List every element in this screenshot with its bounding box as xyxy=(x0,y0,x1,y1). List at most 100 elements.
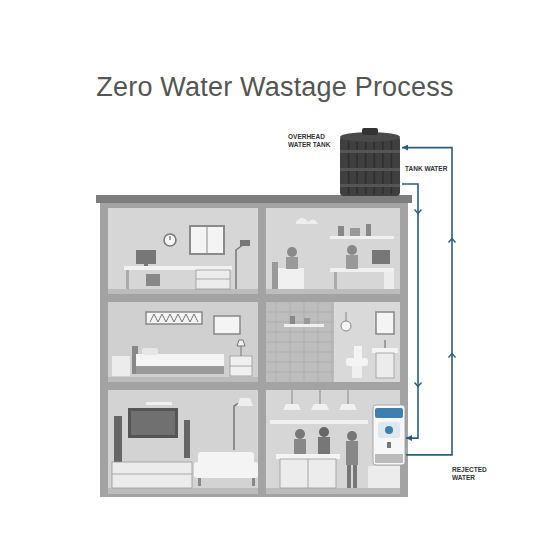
kitchen xyxy=(294,439,306,454)
living-room xyxy=(252,478,255,486)
study-room xyxy=(124,226,250,289)
house-structure xyxy=(108,289,258,294)
bathroom xyxy=(352,366,362,378)
kids-room xyxy=(346,255,358,269)
tank xyxy=(340,150,400,153)
kitchen xyxy=(270,420,368,424)
study-room xyxy=(170,236,171,240)
living-room xyxy=(194,462,258,478)
kitchen xyxy=(347,465,351,488)
bathroom xyxy=(376,353,394,378)
kids-room xyxy=(347,245,357,255)
living-room xyxy=(146,402,172,405)
kids-room xyxy=(272,218,394,289)
study-room xyxy=(236,244,244,289)
kids-room xyxy=(384,272,394,289)
kids-room xyxy=(287,247,297,257)
house-structure xyxy=(266,302,400,382)
study-room xyxy=(144,264,148,266)
ro-purifier: REJECTED WATER xyxy=(372,404,406,466)
living-room xyxy=(184,420,190,458)
house-structure xyxy=(266,208,400,294)
living-room xyxy=(198,478,201,486)
house-structure xyxy=(266,289,400,294)
bathroom xyxy=(384,340,386,348)
kids-room xyxy=(330,236,394,239)
study-room xyxy=(190,226,224,254)
kitchen xyxy=(346,441,358,465)
living-room xyxy=(131,411,175,435)
bedroom xyxy=(230,366,252,367)
bedroom xyxy=(136,354,224,366)
study-room xyxy=(124,266,232,270)
tank xyxy=(362,128,378,135)
bedroom xyxy=(230,356,252,376)
house-structure xyxy=(108,377,258,382)
kitchen xyxy=(318,437,330,454)
house-structure xyxy=(100,203,408,497)
water-pipe xyxy=(402,148,452,455)
purifier xyxy=(387,442,391,448)
node-label: OVERHEAD WATER TANK xyxy=(288,133,334,149)
bedroom xyxy=(214,316,240,334)
tank xyxy=(338,128,402,198)
purifier xyxy=(378,422,400,438)
house-structure xyxy=(108,390,258,494)
bathroom xyxy=(284,324,324,327)
study-room xyxy=(136,250,156,264)
house-structure xyxy=(108,302,258,382)
purifier xyxy=(373,405,405,465)
kitchen xyxy=(280,459,336,488)
bathroom xyxy=(346,312,347,321)
bathroom xyxy=(304,318,310,324)
kids-room xyxy=(338,226,344,236)
study-room xyxy=(196,279,230,280)
purifier xyxy=(375,454,403,463)
living-room xyxy=(234,400,244,450)
study-room xyxy=(164,234,176,246)
bedroom xyxy=(136,366,224,374)
living-room xyxy=(114,416,122,462)
living-room xyxy=(128,408,178,438)
node-label: REJECTED WATER xyxy=(452,466,492,482)
kitchen xyxy=(347,431,357,441)
kitchen xyxy=(348,390,349,404)
kids-room xyxy=(296,218,318,224)
bedroom xyxy=(112,312,252,376)
purifier xyxy=(372,404,406,466)
kids-room xyxy=(334,272,337,289)
kitchen xyxy=(276,454,340,459)
diagram-title: Zero Water Wastage Process xyxy=(0,72,550,103)
kitchen xyxy=(319,427,329,437)
kids-room xyxy=(330,268,394,272)
bathroom xyxy=(354,346,362,360)
study-room xyxy=(207,226,208,254)
kitchen xyxy=(295,429,305,439)
living-room xyxy=(112,474,192,475)
study-room xyxy=(196,270,230,289)
living-room xyxy=(112,462,192,488)
house-structure xyxy=(96,195,412,203)
study-room xyxy=(240,240,250,246)
flow-chevron xyxy=(449,354,456,358)
kids-room xyxy=(272,262,278,289)
bathroom xyxy=(372,348,398,353)
bedroom xyxy=(142,348,158,355)
living-room xyxy=(237,398,253,406)
bathroom xyxy=(266,302,400,382)
kitchen xyxy=(308,459,309,488)
bedroom xyxy=(146,312,202,324)
purifier xyxy=(385,426,393,434)
kids-room xyxy=(366,224,371,236)
kids-room xyxy=(286,257,298,269)
bathroom xyxy=(290,316,295,324)
tank xyxy=(340,168,400,171)
study-room xyxy=(126,270,129,289)
tank xyxy=(340,184,400,187)
living-room xyxy=(112,398,258,488)
bathroom xyxy=(334,302,400,382)
house-structure xyxy=(108,208,258,294)
bathroom xyxy=(341,321,351,331)
kitchen xyxy=(283,404,301,410)
bathroom xyxy=(266,302,400,382)
